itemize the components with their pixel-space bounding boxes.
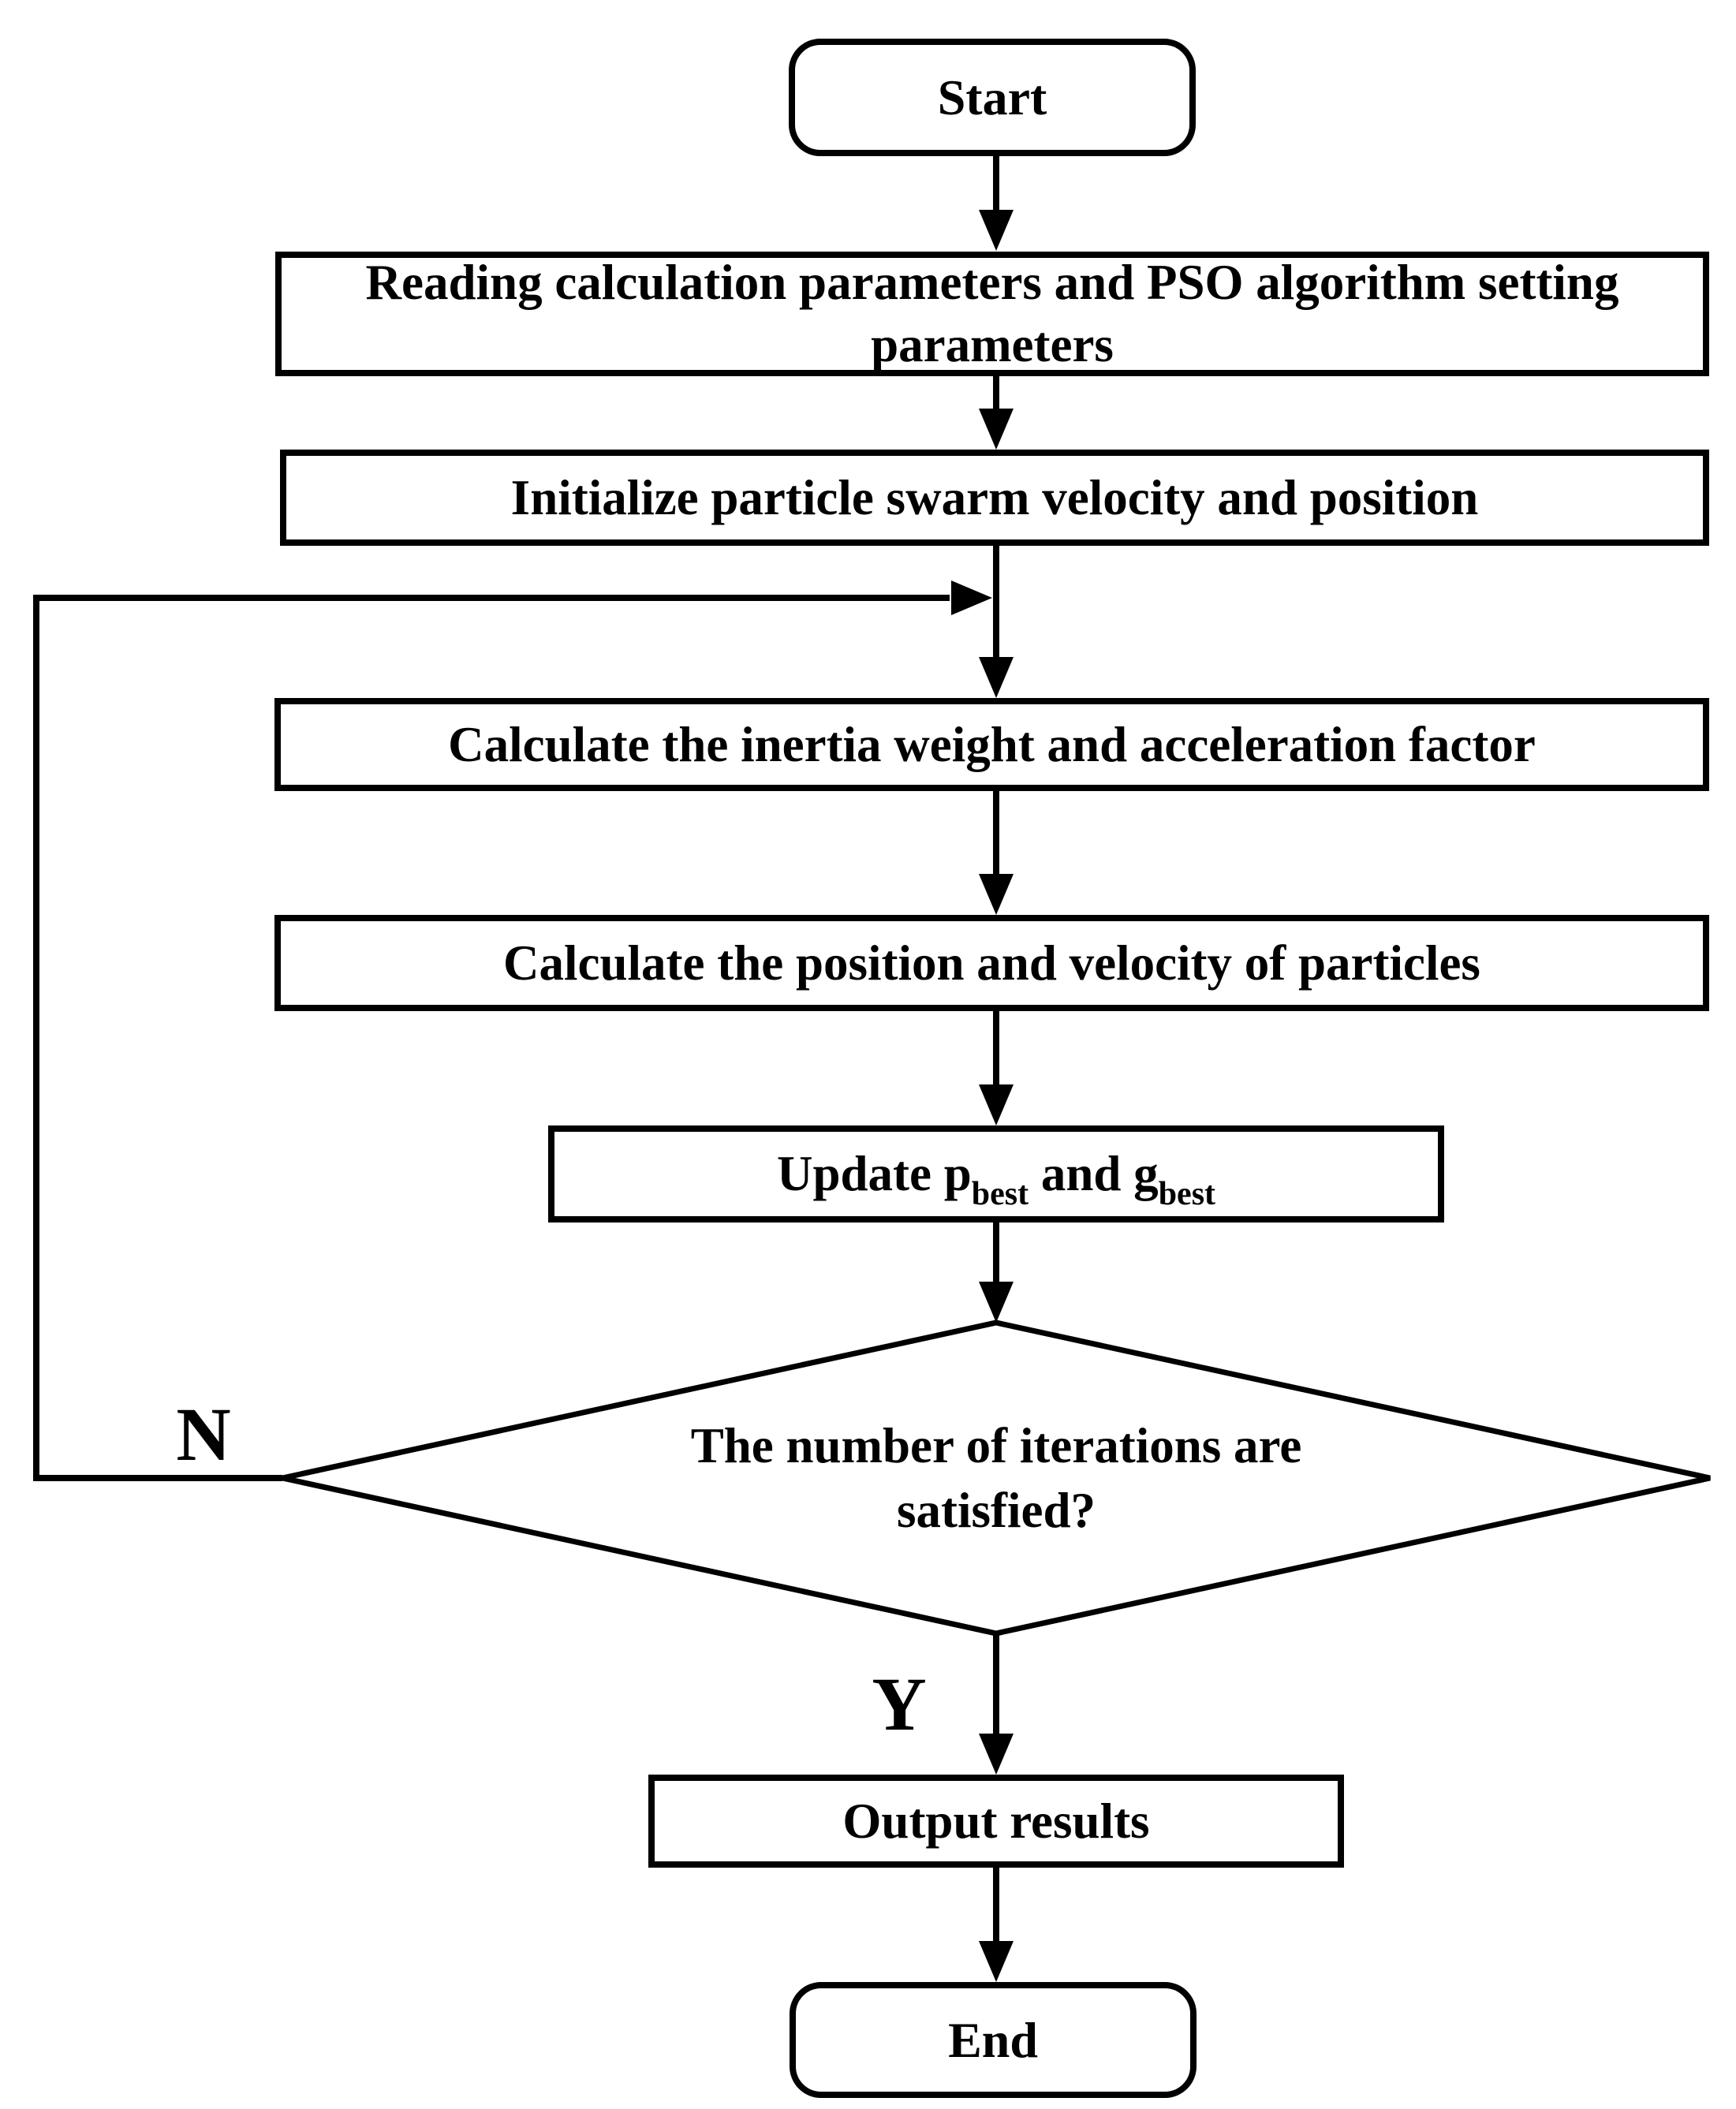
process-update-best: Update pbest and gbest bbox=[548, 1125, 1444, 1222]
process-inertia-weight: Calculate the inertia weight and acceler… bbox=[274, 698, 1709, 791]
process-reading-parameters: Reading calculation parameters and PSO a… bbox=[275, 252, 1709, 376]
arrow-start-to-reading bbox=[979, 156, 1014, 251]
inertia-weight-label: Calculate the inertia weight and acceler… bbox=[448, 716, 1536, 772]
initialize-swarm-label: Initialize particle swarm velocity and p… bbox=[510, 469, 1479, 525]
decision-iterations: The number of iterations are satisfied? bbox=[282, 1323, 1710, 1633]
arrow-decision-yes-to-output bbox=[979, 1633, 1014, 1775]
update-gbest-subscript: best bbox=[1158, 1176, 1216, 1212]
no-label-text: N bbox=[176, 1391, 231, 1476]
start-label: Start bbox=[937, 69, 1047, 125]
end-label: End bbox=[948, 2012, 1038, 2068]
arrow-update-to-decision bbox=[979, 1222, 1014, 1323]
update-best-label: Update pbest and gbest bbox=[776, 1143, 1215, 1211]
decision-line1: The number of iterations are bbox=[690, 1418, 1302, 1473]
update-best-middle: and g bbox=[1029, 1146, 1159, 1201]
output-results-label: Output results bbox=[842, 1793, 1150, 1849]
decision-diamond bbox=[282, 1320, 1711, 1637]
process-initialize-swarm: Initialize particle swarm velocity and p… bbox=[280, 450, 1709, 546]
end-node: End bbox=[790, 1982, 1197, 2098]
arrow-inertia-to-position bbox=[979, 791, 1014, 915]
start-node: Start bbox=[789, 39, 1196, 156]
yes-label-text: Y bbox=[872, 1661, 927, 1746]
arrow-initialize-to-inertia bbox=[979, 546, 1014, 698]
decision-line2: satisfied? bbox=[897, 1483, 1096, 1538]
position-velocity-label: Calculate the position and velocity of p… bbox=[503, 935, 1480, 991]
process-position-velocity: Calculate the position and velocity of p… bbox=[274, 915, 1709, 1011]
arrow-reading-to-initialize bbox=[979, 376, 1014, 450]
update-best-prefix: Update p bbox=[776, 1146, 972, 1201]
update-pbest-subscript: best bbox=[971, 1176, 1029, 1212]
arrow-position-to-update bbox=[979, 1011, 1014, 1125]
branch-label-no: N bbox=[125, 1390, 282, 1477]
process-output-results: Output results bbox=[648, 1775, 1344, 1868]
reading-parameters-line1: Reading calculation parameters and PSO a… bbox=[365, 255, 1619, 310]
arrow-output-to-end bbox=[979, 1868, 1014, 1982]
reading-parameters-line2: parameters bbox=[871, 317, 1114, 372]
branch-label-yes: Y bbox=[820, 1660, 978, 1747]
loopback-no-path bbox=[33, 580, 992, 1481]
